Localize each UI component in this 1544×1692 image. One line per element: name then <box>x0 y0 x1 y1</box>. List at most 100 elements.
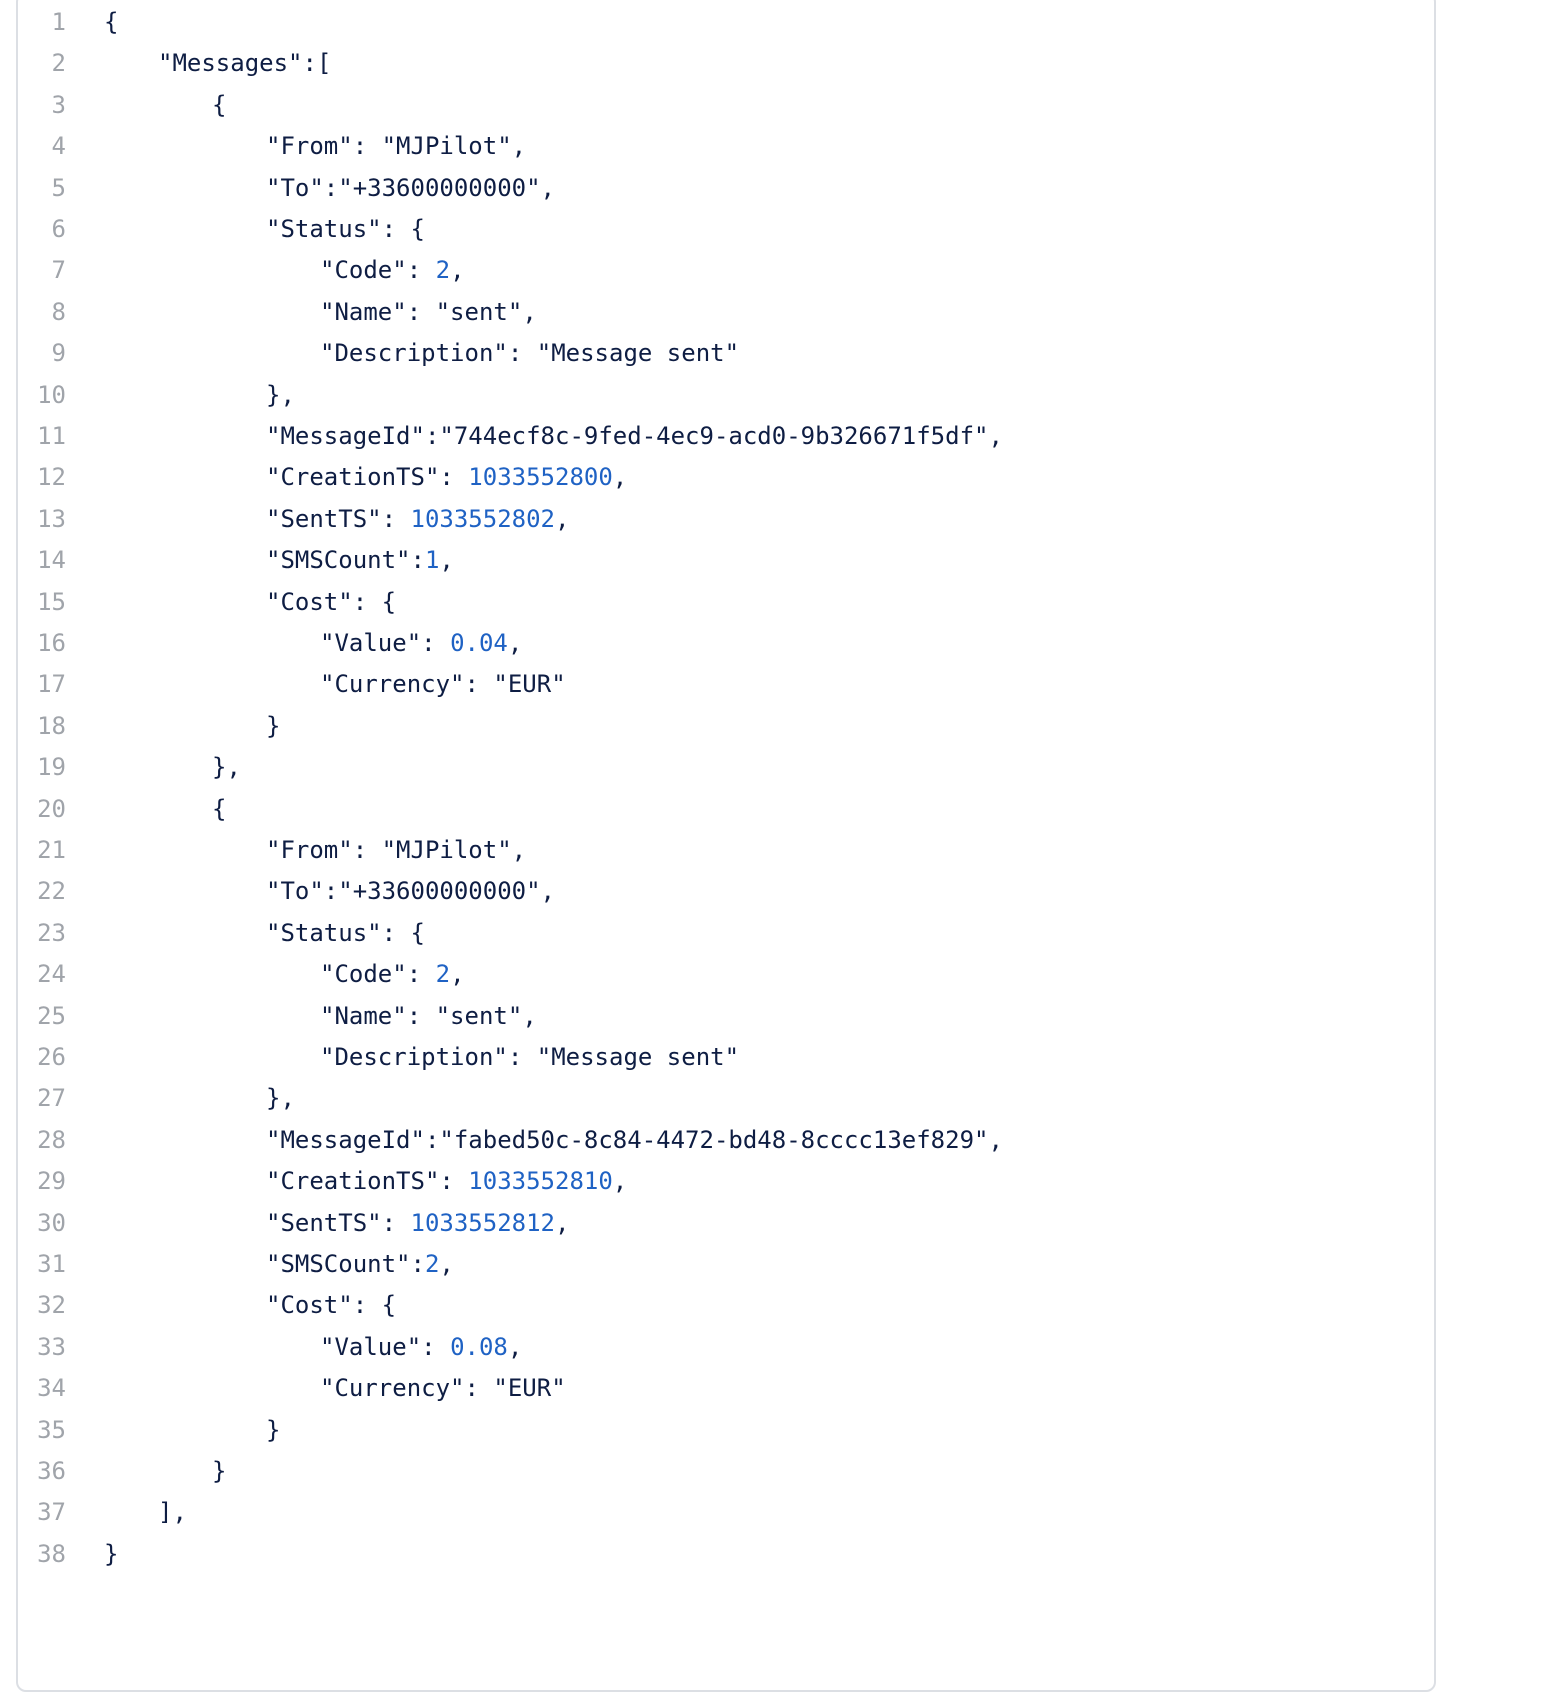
code-line: 7"Code": 2, <box>18 250 1434 291</box>
json-punctuation: : <box>424 1125 440 1154</box>
json-punctuation: : <box>464 1374 494 1403</box>
line-number: 18 <box>37 711 66 740</box>
code-line: 6"Status": { <box>18 209 1434 250</box>
line-code: } <box>266 1410 280 1451</box>
json-punctuation: : <box>406 1001 436 1030</box>
code-line: 32"Cost": { <box>18 1285 1434 1326</box>
code-line: 18} <box>18 706 1434 747</box>
json-punctuation: , <box>450 256 465 285</box>
line-code: "Currency": "EUR" <box>320 1368 566 1409</box>
json-string: "Message sent" <box>536 1043 740 1071</box>
json-key: "SMSCount" <box>266 546 411 575</box>
json-key: "CreationTS" <box>266 1167 440 1196</box>
json-number: 2 <box>435 256 451 285</box>
json-punctuation: : { <box>352 587 397 616</box>
line-code: "Code": 2, <box>320 954 465 995</box>
code-line: 19}, <box>18 747 1434 788</box>
json-string: "MJPilot" <box>381 836 512 864</box>
line-number: 30 <box>37 1208 66 1237</box>
code-line: 24 "Code": 2, <box>18 954 1434 995</box>
line-number: 33 <box>37 1332 66 1361</box>
json-punctuation: : <box>439 463 469 492</box>
json-punctuation: : <box>352 132 382 161</box>
line-number: 15 <box>37 587 66 616</box>
json-punctuation: }, <box>266 380 295 409</box>
json-key: "MessageId" <box>266 422 425 450</box>
line-code: "Code": 2, <box>320 250 465 291</box>
line-number: 23 <box>37 918 66 947</box>
line-code: "Name": "sent", <box>320 292 537 333</box>
json-key: "Description" <box>320 339 508 368</box>
line-number: 9 <box>51 339 66 368</box>
code-line: 14"SMSCount":1, <box>18 540 1434 581</box>
line-code: "To":"+33600000000", <box>266 168 555 209</box>
code-block: 1{2"Messages":[3{4"From": "MJPilot",5"To… <box>16 0 1436 1692</box>
json-punctuation: , <box>555 504 570 533</box>
line-code: "Description": "Message sent" <box>320 333 739 374</box>
code-line: 34"Currency": "EUR" <box>18 1368 1434 1409</box>
line-number: 37 <box>37 1498 66 1527</box>
line-number: 32 <box>37 1291 66 1320</box>
json-key: "SMSCount" <box>266 1250 411 1278</box>
json-number: 1033552810 <box>468 1167 613 1196</box>
code-line: 23 "Status": { <box>18 913 1434 954</box>
line-number: 1 <box>51 8 66 36</box>
code-line: 13"SentTS": 1033552802, <box>18 499 1434 540</box>
line-code: "CreationTS": 1033552810, <box>266 1161 627 1202</box>
line-code: "Status": { <box>266 913 425 954</box>
json-punctuation: , <box>540 877 555 906</box>
json-key: "Cost" <box>266 587 353 616</box>
line-code: "Status": { <box>266 209 425 250</box>
json-string: "sent" <box>435 297 523 326</box>
json-number: 1 <box>424 546 440 575</box>
line-code: } <box>266 706 280 747</box>
code-line: 9 "Description": "Message sent" <box>18 333 1434 374</box>
code-line: 22"To":"+33600000000", <box>18 871 1434 912</box>
json-punctuation: , <box>522 297 537 326</box>
json-punctuation: } <box>104 1539 119 1568</box>
json-punctuation: ], <box>158 1498 187 1527</box>
line-number: 24 <box>37 960 66 989</box>
line-number: 29 <box>37 1167 66 1196</box>
json-punctuation: , <box>612 1167 628 1196</box>
code-line: 21"From": "MJPilot", <box>18 830 1434 871</box>
json-key: "Name" <box>320 1001 407 1030</box>
json-punctuation: : <box>410 1250 425 1278</box>
json-punctuation: , <box>988 422 1003 450</box>
json-key: "Description" <box>320 1043 508 1071</box>
json-punctuation: : <box>424 422 440 450</box>
json-string: "744ecf8c-9fed-4ec9-acd0-9b326671f5df" <box>439 422 989 450</box>
json-key: "CreationTS" <box>266 463 440 492</box>
code-line: 36} <box>18 1451 1434 1492</box>
line-code: "SentTS": 1033552812, <box>266 1203 569 1244</box>
json-punctuation: : <box>421 629 451 657</box>
json-punctuation: : <box>406 960 436 989</box>
json-string: "sent" <box>435 1001 523 1030</box>
code-line: 31"SMSCount":2, <box>18 1244 1434 1285</box>
line-code: "From": "MJPilot", <box>266 126 526 167</box>
json-punctuation: { <box>212 90 227 119</box>
code-line: 38} <box>18 1534 1434 1575</box>
json-key: "Name" <box>320 297 407 326</box>
json-key: "MessageId" <box>266 1125 425 1154</box>
line-code: "Value": 0.04, <box>320 623 522 664</box>
line-code: "SMSCount":2, <box>266 1244 454 1285</box>
line-code: { <box>212 789 226 830</box>
code-line: 25"Name": "sent", <box>18 996 1434 1037</box>
json-number: 1033552802 <box>410 504 556 533</box>
line-code: }, <box>212 747 241 788</box>
json-punctuation: } <box>266 711 281 740</box>
json-punctuation: : <box>381 1208 411 1237</box>
json-punctuation: : <box>406 256 436 285</box>
code-line: 33"Value": 0.08, <box>18 1327 1434 1368</box>
line-number: 16 <box>37 629 66 657</box>
json-punctuation: , <box>450 960 465 989</box>
json-punctuation: : <box>507 1043 537 1071</box>
json-punctuation: , <box>522 1001 537 1030</box>
line-number: 13 <box>37 504 66 533</box>
line-code: { <box>104 2 118 43</box>
line-code: "From": "MJPilot", <box>266 830 526 871</box>
json-key: "Cost" <box>266 1291 353 1320</box>
line-number: 3 <box>51 90 66 119</box>
line-code: "MessageId":"fabed50c-8c84-4472-bd48-8cc… <box>266 1120 1003 1161</box>
